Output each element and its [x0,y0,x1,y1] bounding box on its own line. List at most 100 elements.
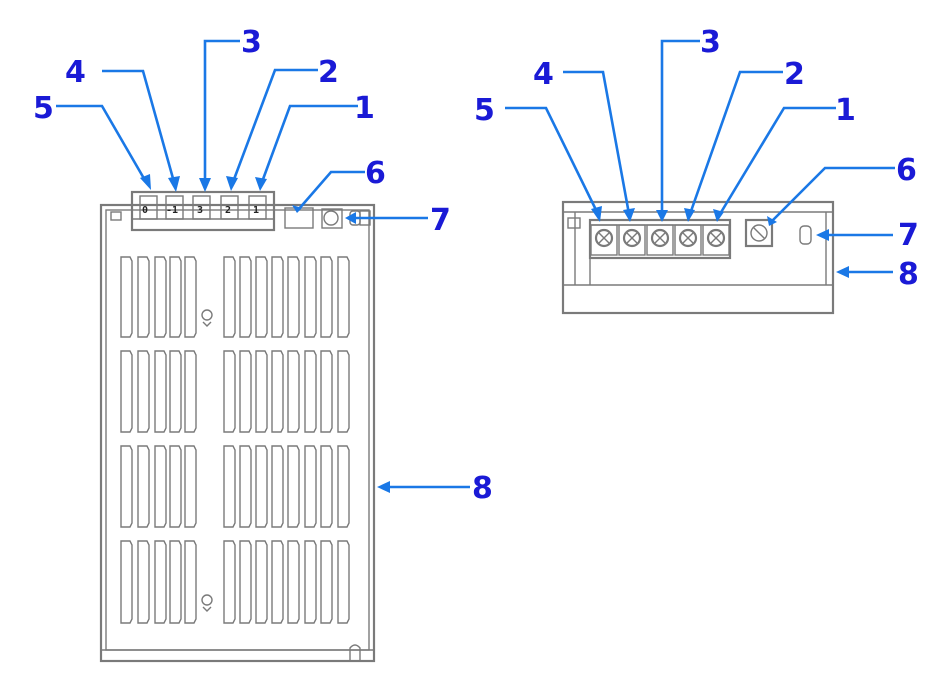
vent-slot-grid [120,256,350,624]
vent-slot [320,445,333,528]
vent-slot [137,540,150,624]
vent-slot [287,540,300,624]
top-callout-2: 2 [784,57,805,92]
vent-slot [120,350,133,433]
vent-slot [239,350,252,433]
top-terminal-screw [594,228,614,248]
top-view: 1 2 3 4 5 6 7 8 [474,25,919,315]
top-leader-1 [718,106,836,215]
vent-slot [120,445,133,528]
vent-slot [304,350,317,433]
callout-5: 5 [33,91,54,126]
vent-slot [287,445,300,528]
top-callout-1: 1 [835,93,856,128]
top-terminal-screw-slot [682,232,694,244]
top-terminal-screws [590,224,730,256]
callout-3: 3 [241,25,262,60]
vent-slot [255,445,268,528]
front-leaders [56,39,470,493]
terminal-mark-2: 2 [225,205,231,216]
corner-mark [110,211,122,221]
vent-slot [337,445,350,528]
adjust-pot [323,210,339,226]
top-terminal-cell [646,224,674,256]
terminal-block-outline [130,190,276,232]
top-terminal-screw-slot [598,232,610,244]
top-callout-4: 4 [533,57,554,92]
vent-slot [184,256,197,338]
terminal-mark-3: 3 [197,205,203,216]
vent-slot [239,540,252,624]
vent-slot [239,256,252,338]
top-leader-4 [563,70,631,215]
vent-slot [137,445,150,528]
arrow-1 [255,177,267,191]
vent-slot [255,256,268,338]
top-callout-5: 5 [474,93,495,128]
front-view: 0 -1 3 2 1 [33,25,493,663]
vent-slot [287,350,300,433]
top-leader-3 [660,39,700,214]
arrow-2 [226,176,238,191]
vent-slot [304,256,317,338]
top-terminal-block-outline [588,218,732,260]
top-terminal-screw-slot [626,232,638,244]
screw-bottom [201,594,213,606]
vent-slot [337,256,350,338]
terminal-mark-1: 1 [253,205,259,216]
top-arrow-1 [713,209,724,222]
callout-4: 4 [65,55,86,90]
arrow-6 [292,205,302,213]
callout-2: 2 [318,55,339,90]
terminal-mark-4: -1 [166,205,178,216]
vent-slot [239,445,252,528]
top-terminal-screw-slot [654,232,666,244]
terminal-cell [192,195,211,220]
top-terminal-cell [702,224,730,256]
top-adjust-pot-frame [744,218,774,248]
terminal-mark-5: 0 [142,205,148,216]
leader-6 [297,170,365,211]
vent-slot [169,445,182,528]
top-leader-6 [772,166,895,221]
screw-bottom-mark [202,606,212,612]
top-terminal-screw [622,228,642,248]
arrow-3 [199,178,211,192]
vent-slot [320,540,333,624]
vent-slot [137,350,150,433]
vent-slot [169,350,182,433]
top-leaders [505,39,895,278]
top-callout-3: 3 [700,25,721,60]
top-leader-5 [505,106,600,215]
top-terminal-cell [674,224,702,256]
top-terminal-cell [590,224,618,256]
vent-slot [169,256,182,338]
terminal-block: 0 -1 3 2 1 [130,190,276,232]
vent-slot [184,445,197,528]
leader-1 [260,104,358,183]
top-arrow-7 [816,229,829,241]
vent-slot [320,350,333,433]
vent-slot [184,540,197,624]
vent-slot [184,350,197,433]
screw-top [201,309,213,321]
terminal-cell [220,195,239,220]
vent-slot [154,540,167,624]
callout-7: 7 [430,203,451,238]
callout-1: 1 [354,91,375,126]
top-callout-7: 7 [898,218,919,253]
top-arrow-4 [623,208,635,222]
adjust-pot-frame [321,208,343,229]
vent-slot [169,540,182,624]
leader-3 [203,39,240,182]
vent-slot [337,540,350,624]
top-arrow-5 [591,206,602,222]
top-terminal-screw [706,228,726,248]
top-arrow-6 [767,216,777,226]
vent-slot [271,256,284,338]
top-view-corner-mark [567,217,581,229]
arrow-8 [377,481,390,493]
vent-slot [223,350,236,433]
vent-slot [223,445,236,528]
